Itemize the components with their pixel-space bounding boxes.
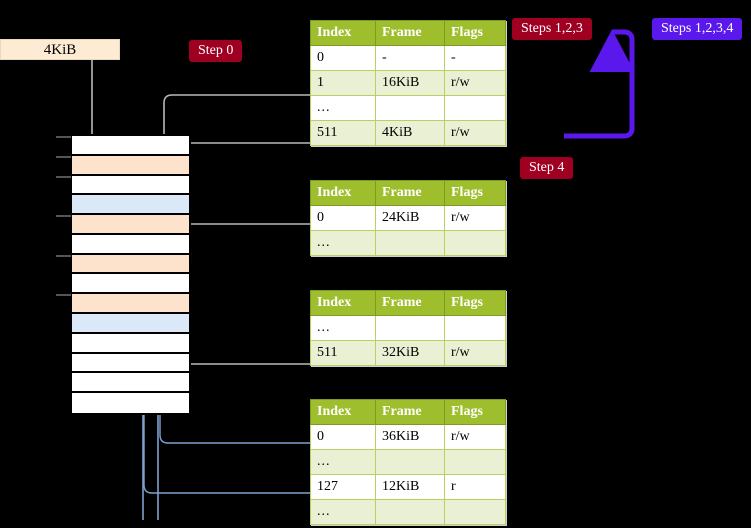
connector-t3r511-to-memory — [168, 309, 312, 365]
connector-t1r511-to-memory — [173, 141, 312, 155]
column-header-index: Index — [310, 290, 376, 316]
column-header-flags: Flags — [444, 399, 506, 425]
column-header-index: Index — [310, 20, 376, 46]
cell-flags: r/w — [444, 424, 506, 450]
memory-frame-6 — [72, 254, 189, 275]
cell-index: 1 — [310, 70, 376, 96]
badge-step-0: Step 0 — [189, 40, 243, 62]
cell-frame — [375, 95, 445, 121]
column-header-index: Index — [310, 180, 376, 206]
connector-t4r127-to-memory — [143, 415, 312, 494]
cell-frame: 36KiB — [375, 424, 445, 450]
purple-bracket-arrow — [564, 29, 635, 139]
cell-index: 0 — [310, 205, 376, 231]
badge-steps-123: Steps 1,2,3 — [512, 18, 592, 40]
cell-frame — [375, 230, 445, 256]
table-row: 0-- — [310, 45, 506, 71]
column-header-flags: Flags — [444, 20, 506, 46]
memory-frame-13 — [72, 393, 189, 413]
column-header-flags: Flags — [444, 290, 506, 316]
column-header-frame: Frame — [375, 180, 445, 206]
cell-frame: 12KiB — [375, 474, 445, 500]
cell-flags: r/w — [444, 340, 506, 366]
cell-flags: r/w — [444, 70, 506, 96]
memory-frame-7 — [72, 274, 189, 295]
memory-frame-5 — [72, 234, 189, 255]
memory-frame-11 — [72, 353, 189, 374]
table-row: ... — [310, 315, 506, 341]
column-header-frame: Frame — [375, 399, 445, 425]
cell-index: 127 — [310, 474, 376, 500]
table-row: ... — [310, 230, 506, 256]
cell-frame: 4KiB — [375, 120, 445, 146]
connector-t2r0-to-memory — [179, 223, 312, 263]
cell-frame — [375, 449, 445, 475]
cell-index: ... — [310, 499, 376, 525]
memory-frame-3 — [72, 195, 189, 216]
column-header-flags: Flags — [444, 180, 506, 206]
table-row: ... — [310, 499, 506, 525]
cell-flags — [444, 499, 506, 525]
cell-flags — [444, 449, 506, 475]
cell-index: 0 — [310, 424, 376, 450]
memory-frame-2 — [72, 175, 189, 196]
cell-flags: - — [444, 45, 506, 71]
column-header-frame: Frame — [375, 20, 445, 46]
cell-index: ... — [310, 315, 376, 341]
connector-t4r0-to-memory — [159, 415, 312, 444]
cell-frame: - — [375, 45, 445, 71]
badge-step-4: Step 4 — [520, 157, 574, 179]
memory-tick-4 — [56, 215, 71, 218]
cell-flags — [444, 95, 506, 121]
memory-frame-0 — [72, 136, 189, 156]
memory-tick-1 — [56, 155, 71, 158]
memory-size-label: 4KiB — [0, 39, 120, 60]
memory-frame-10 — [72, 333, 189, 354]
table-row: ... — [310, 95, 506, 121]
cell-flags — [444, 315, 506, 341]
memory-frame-9 — [72, 314, 189, 334]
memory-tick-0 — [56, 136, 71, 138]
table-row: ... — [310, 449, 506, 475]
column-header-index: Index — [310, 399, 376, 425]
memory-frame-12 — [72, 373, 189, 394]
cell-index: ... — [310, 230, 376, 256]
memory-frame-8 — [72, 294, 189, 315]
cell-flags: r/w — [444, 205, 506, 231]
cell-index: 511 — [310, 340, 376, 366]
cell-frame: 32KiB — [375, 340, 445, 366]
memory-tick-6 — [56, 254, 71, 257]
cell-frame — [375, 499, 445, 525]
memory-frame-4 — [72, 215, 189, 235]
cell-flags: r — [444, 474, 506, 500]
memory-frame-1 — [72, 155, 189, 176]
cell-flags — [444, 230, 506, 256]
physical-memory-column — [70, 134, 191, 415]
cell-frame — [375, 315, 445, 341]
cell-index: 0 — [310, 45, 376, 71]
cell-flags: r/w — [444, 120, 506, 146]
cell-index: 511 — [310, 120, 376, 146]
column-header-frame: Frame — [375, 290, 445, 316]
memory-tick-8 — [56, 294, 71, 297]
cell-frame: 16KiB — [375, 70, 445, 96]
cell-index: ... — [310, 95, 376, 121]
memory-size-text: 4KiB — [43, 42, 77, 58]
memory-tick-2 — [56, 175, 71, 178]
cell-index: ... — [310, 449, 376, 475]
cell-frame: 24KiB — [375, 205, 445, 231]
badge-steps-1234: Steps 1,2,3,4 — [652, 18, 743, 40]
